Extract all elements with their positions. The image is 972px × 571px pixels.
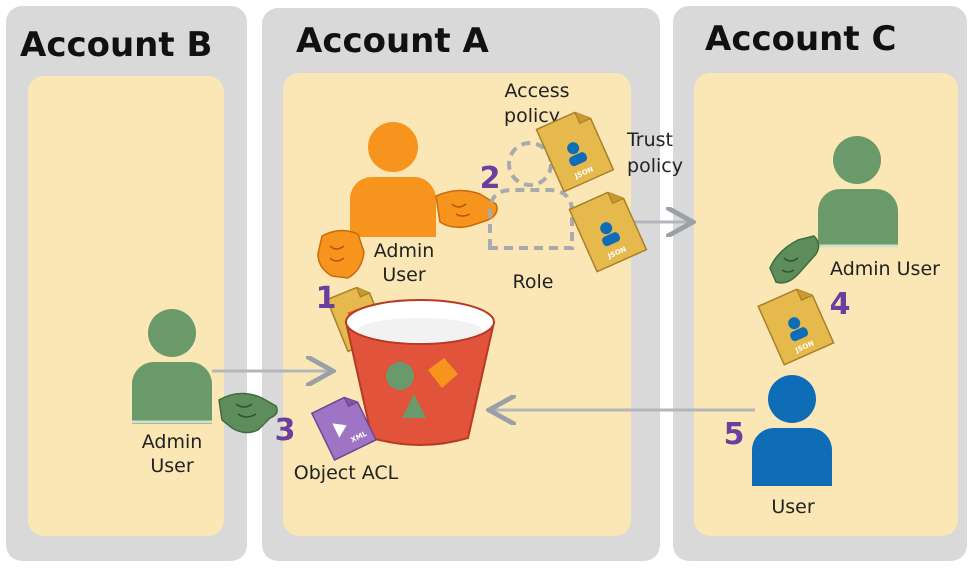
admin-user-c-icon <box>818 136 898 248</box>
step-5-number: 5 <box>724 417 745 452</box>
admin-user-b-label-line1: Admin <box>142 431 203 453</box>
admin-user-a-label-line2: User <box>382 264 425 286</box>
account-c-panel: Account C <box>673 6 967 561</box>
step-2-number: 2 <box>480 161 501 196</box>
admin-user-a-icon <box>350 122 436 237</box>
account-c-title: Account C <box>705 19 896 59</box>
admin-user-a-label-line1: Admin <box>374 240 435 262</box>
account-a-title: Account A <box>296 21 489 61</box>
object-acl-label: Object ACL <box>294 462 399 484</box>
step-4-number: 4 <box>830 287 851 322</box>
admin-user-c-label: Admin User <box>830 258 940 280</box>
access-policy-label-line2: policy <box>504 105 560 127</box>
access-policy-document-icon: JSON <box>535 111 615 193</box>
step-3-number: 3 <box>275 413 296 448</box>
handshake-c-icon <box>769 235 820 284</box>
account-b-panel: Account B <box>6 6 247 561</box>
hand-a-left-icon <box>317 229 365 279</box>
account-b-title: Account B <box>20 25 212 65</box>
access-policy-label-line1: Access <box>504 80 569 102</box>
delegated-policy-document-icon: JSON <box>757 288 835 366</box>
role-label: Role <box>513 271 554 293</box>
step-1-number: 1 <box>316 281 337 316</box>
user-c-label: User <box>771 496 814 518</box>
admin-user-b-icon <box>132 309 212 424</box>
hand-a-right-icon <box>435 189 498 229</box>
arrows <box>212 222 755 410</box>
trust-policy-label-line1: Trust <box>626 129 673 151</box>
s3-bucket-icon <box>344 299 496 446</box>
handshake-b-icon <box>218 392 278 434</box>
object-acl-document-icon: XML <box>310 396 377 462</box>
user-c-icon <box>752 375 832 486</box>
trust-policy-document-icon: JSON <box>568 191 648 273</box>
trust-policy-label-line2: policy <box>627 155 683 177</box>
admin-user-b-label-line2: User <box>150 455 193 477</box>
